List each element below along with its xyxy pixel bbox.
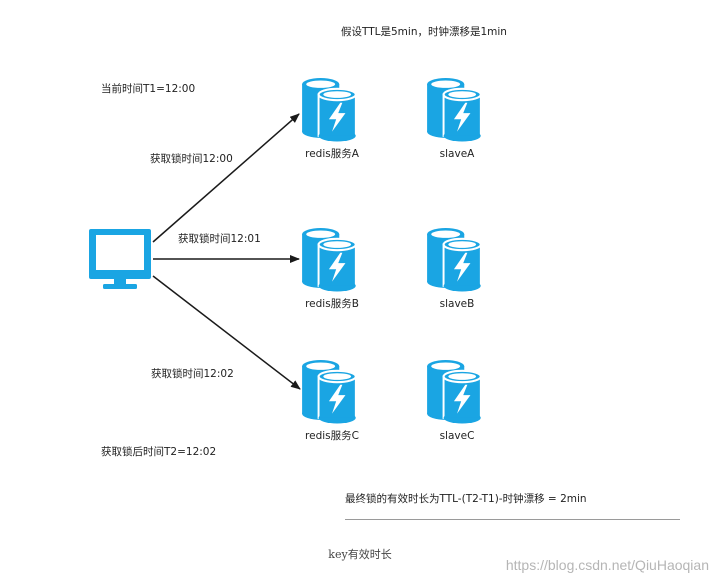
arrow-label-c: 获取锁时间12:02 <box>151 368 234 380</box>
arrow-to-master-a <box>152 113 300 243</box>
watermark: https://blog.csdn.net/QiuHaoqian <box>505 557 709 573</box>
slave-b-label: slaveB <box>439 298 475 310</box>
slave-c-label: slaveC <box>439 430 475 442</box>
assumption-note: 假设TTL是5min，时钟漂移是1min <box>341 26 507 38</box>
redis-master-a-icon <box>301 78 357 142</box>
result-divider <box>345 519 680 520</box>
start-time-label: 当前时间T1=12:00 <box>101 83 196 95</box>
result-formula: 最终锁的有效时长为TTL-(T2-T1)-时钟漂移 = 2min <box>345 493 587 505</box>
redis-master-b-icon <box>301 228 357 292</box>
redis-master-c-icon <box>301 360 357 424</box>
redis-slave-a-icon <box>426 78 482 142</box>
master-a-label: redis服务A <box>305 148 359 160</box>
master-c-label: redis服务C <box>305 430 359 442</box>
redis-slave-c-icon <box>426 360 482 424</box>
figure-caption: key有效时长 <box>328 548 392 561</box>
redis-slave-b-icon <box>426 228 482 292</box>
master-b-label: redis服务B <box>305 298 359 310</box>
slave-a-label: slaveA <box>439 148 475 160</box>
arrow-label-b: 获取锁时间12:01 <box>178 233 261 245</box>
arrow-to-master-c <box>152 275 301 390</box>
arrow-label-a: 获取锁时间12:00 <box>150 153 233 165</box>
end-time-label: 获取锁后时间T2=12:02 <box>101 446 217 458</box>
monitor-icon <box>89 229 151 289</box>
